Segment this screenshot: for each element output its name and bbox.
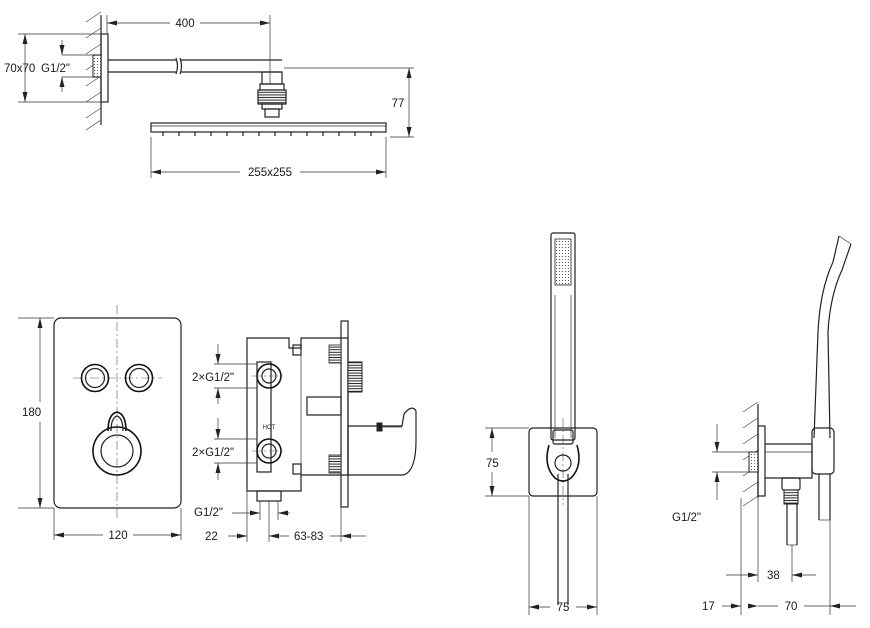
hand-shower-front-view: 75 75 bbox=[485, 232, 598, 615]
label-holder-width: 75 bbox=[557, 602, 570, 614]
dimension-elbow-projection bbox=[722, 498, 856, 615]
elbow-thread bbox=[748, 451, 759, 473]
rain-shower-head bbox=[150, 122, 387, 136]
dimension-elbow-offset bbox=[726, 498, 816, 582]
dimension-inlet-thread bbox=[232, 501, 290, 520]
label-panel-width: 120 bbox=[108, 530, 127, 542]
push-button-left bbox=[80, 363, 110, 393]
elbow-hose-outlet bbox=[781, 477, 801, 546]
mounting-lug-bottom bbox=[292, 463, 302, 475]
shower-arm bbox=[108, 57, 283, 85]
valve-handle-side bbox=[347, 407, 417, 476]
mounting-lug-top bbox=[292, 344, 302, 356]
hand-shower-holder bbox=[546, 429, 580, 482]
label-install-depth: 63-83 bbox=[294, 531, 323, 543]
elbow-wall-flange bbox=[757, 425, 766, 497]
label-outlet-bottom: 2×G1/2" bbox=[192, 447, 234, 459]
dimension-arm-length bbox=[106, 15, 271, 84]
label-panel-height: 180 bbox=[22, 407, 41, 419]
hand-shower bbox=[550, 232, 576, 441]
hot-marking: HOT bbox=[263, 425, 276, 431]
wall-elbow-side-view: G1/2" 38 17 70 bbox=[672, 235, 856, 615]
dimension-panel-height bbox=[18, 317, 54, 509]
label-head-size: 255x255 bbox=[248, 167, 292, 179]
holder-wall-plate bbox=[528, 427, 598, 497]
outlet-port-top bbox=[252, 363, 286, 389]
valve-stem bbox=[306, 396, 342, 416]
dimension-outlet-bottom bbox=[214, 418, 257, 480]
mounting-plate bbox=[340, 320, 349, 508]
hand-shower-side bbox=[811, 235, 852, 521]
label-arm-thread: G1/2" bbox=[41, 63, 70, 75]
dimension-arm-thread bbox=[59, 40, 93, 92]
hand-shower-hose bbox=[557, 474, 569, 605]
arm-thread bbox=[92, 54, 102, 78]
label-holder-height: 75 bbox=[486, 458, 499, 470]
label-elbow-depth: 17 bbox=[702, 601, 715, 613]
inlet-nozzle bbox=[256, 490, 282, 502]
elbow-body bbox=[765, 443, 813, 479]
control-panel-front-view: 180 120 bbox=[18, 305, 182, 542]
dimension-holder-width bbox=[528, 496, 598, 615]
dimension-outlet-top bbox=[214, 344, 257, 404]
label-head-drop: 77 bbox=[392, 98, 405, 110]
valve-core bbox=[256, 361, 272, 473]
label-inlet-thread: G1/2" bbox=[194, 507, 223, 519]
label-inlet-offset: 22 bbox=[205, 531, 218, 543]
dimension-wall-flange bbox=[18, 33, 101, 103]
thermostatic-knob bbox=[92, 411, 142, 476]
dimension-head-drop bbox=[284, 67, 414, 138]
dimension-holder-height bbox=[485, 427, 529, 497]
dimension-head-size bbox=[150, 137, 387, 178]
dimension-depth-row bbox=[228, 491, 366, 542]
shower-arm-view: 400 70x70 G1/2" 77 bbox=[4, 11, 414, 179]
label-elbow-offset: 38 bbox=[767, 570, 780, 582]
label-outlet-top: 2×G1/2" bbox=[192, 372, 234, 384]
control-panel-plate bbox=[53, 317, 182, 509]
dimension-elbow-thread bbox=[712, 424, 749, 500]
label-elbow-thread: G1/2" bbox=[672, 512, 701, 524]
swivel-joint bbox=[257, 83, 287, 118]
valve-body-side-view: HOT 2×G1/2" bbox=[192, 320, 417, 543]
label-elbow-projection: 70 bbox=[785, 601, 798, 613]
push-button-right bbox=[124, 363, 154, 393]
label-arm-length: 400 bbox=[175, 18, 194, 30]
dimension-panel-width bbox=[53, 508, 182, 540]
label-wall-flange: 70x70 bbox=[4, 63, 35, 75]
outlet-port-bottom bbox=[252, 438, 286, 464]
arm-wall-flange bbox=[100, 33, 109, 103]
